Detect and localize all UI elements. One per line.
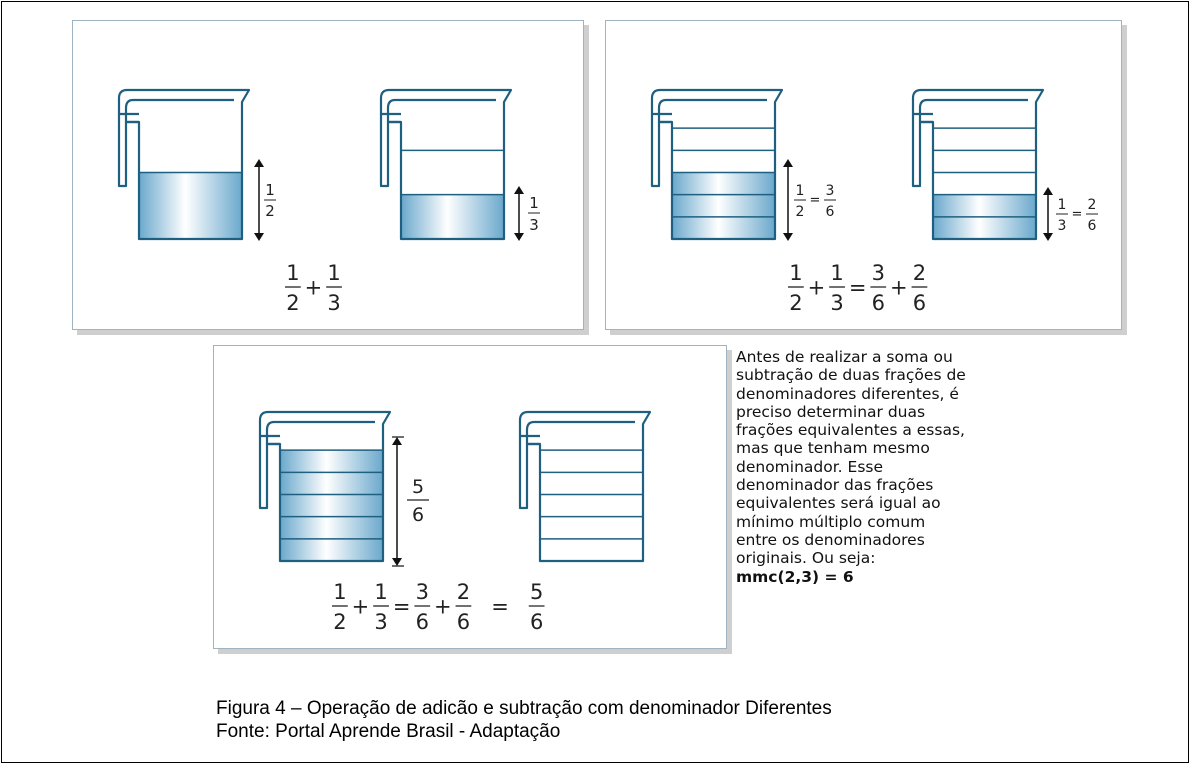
jug-left [258,410,392,563]
caption-title: Figura 4 – Operação de adicão e subtraçã… [216,698,832,719]
fraction-numerator: 1 [374,580,387,604]
jug-body [117,88,251,241]
operator: = [849,275,867,299]
fraction-numerator: 1 [333,580,346,604]
fraction-numerator: 2 [913,261,926,285]
jug-handle [117,112,139,188]
operator: + [890,275,908,299]
fraction-denominator: 3 [830,291,843,315]
fraction-denominator: 2 [789,291,802,315]
note-line: mínimo múltiplo comum [736,512,926,531]
operator: + [808,275,826,299]
operator: + [305,275,323,299]
label-left-sep: = [810,193,821,208]
jug-handle [911,112,933,188]
equation: 12+13=36+26 [788,261,928,315]
label-left-a-num: 1 [796,183,805,199]
label-right-sep: = [1072,207,1083,222]
label-left-b-num: 3 [826,183,835,199]
fraction-denominator: 6 [913,291,926,315]
label-right-a-den: 3 [1058,218,1067,234]
fraction-denominator: 2 [286,291,299,315]
operator: + [352,594,370,618]
jug-handle [379,112,401,188]
jug-right [518,410,652,563]
measure-right: 1 3 [514,186,540,241]
jug-body [518,410,652,563]
liquid-fill [280,450,383,561]
label-left-b-den: 6 [826,204,835,220]
operator: + [434,594,452,618]
label-left-a-den: 2 [796,204,805,220]
fraction-numerator: 5 [530,580,543,604]
caption-source: Fonte: Portal Aprende Brasil - Adaptação [216,721,561,742]
liquid-fill [672,172,775,239]
note-line: denominador. Esse [736,457,884,476]
fraction-numerator: 1 [789,261,802,285]
jug-right [911,88,1045,241]
label-left-den: 2 [265,202,275,220]
fraction-numerator: 1 [327,261,340,285]
equation: 1 2+1 3 [285,261,342,315]
mmc-formula: mmc(2,3) = 6 [736,567,854,586]
operator: = [393,594,411,618]
jug-body [258,410,392,563]
panel-3-diagram: 5 6 12+13=36+26=56 [258,410,652,634]
measure-left: 1 2 = 3 6 [783,159,836,241]
label-left-num: 5 [412,476,424,498]
note-line: equivalentes será igual ao [736,494,941,513]
note-line: subtração de duas frações de [736,366,966,385]
fraction-denominator: 6 [416,610,429,634]
jug-body [911,88,1045,241]
jug-handle [518,434,540,510]
measure-right: 1 3 = 2 6 [1043,187,1098,241]
fraction-numerator: 1 [286,261,299,285]
jug-right [379,88,513,241]
label-right-b-num: 2 [1088,197,1097,213]
note-line: Antes de realizar a soma ou [736,348,953,366]
note-line: entre os denominadores [736,530,925,549]
jug-handle [258,434,280,510]
label-right-b-den: 6 [1088,218,1097,234]
note-line: denominador das frações [736,476,934,495]
label-right-num: 1 [529,194,539,212]
equation: 12+13=36+26=56 [332,580,545,634]
fraction-numerator: 3 [872,261,885,285]
label-right-a-num: 1 [1058,197,1067,213]
operator: = [491,594,509,618]
panel-2-diagram: 1 2 = 3 6 1 3 = 2 6 12+13=36+26 [650,88,1098,315]
figure-caption: Figura 4 – Operação de adicão e subtraçã… [216,697,832,743]
fraction-denominator: 6 [457,610,470,634]
jug-body [379,88,513,241]
note-line: originais. Ou seja: [736,549,876,568]
measure-left: 1 2 [254,159,276,241]
label-left-den: 6 [412,504,424,526]
note-line: preciso determinar duas [736,402,926,421]
note-line: mas que tenham mesmo [736,439,930,458]
jug-body [650,88,784,241]
fraction-numerator: 3 [416,580,429,604]
fraction-denominator: 2 [333,610,346,634]
label-right-den: 3 [529,216,539,234]
liquid-fill [139,172,242,239]
jug-handle [650,112,672,188]
liquid-fill [401,194,504,239]
note-line: denominadores diferentes, é [736,384,959,403]
fraction-numerator: 2 [457,580,470,604]
fraction-numerator: 1 [830,261,843,285]
fraction-denominator: 6 [872,291,885,315]
measure-left: 5 6 [392,436,429,567]
jug-left [650,88,784,241]
label-left-num: 1 [265,181,275,199]
explanation-note: Antes de realizar a soma ou subtração de… [736,348,1036,586]
note-line: frações equivalentes a essas, [736,421,965,440]
panel-1-diagram: 1 2 1 3 12+13 [117,88,540,315]
fraction-denominator: 3 [327,291,340,315]
fraction-denominator: 6 [530,610,543,634]
fraction-denominator: 3 [374,610,387,634]
jug-left [117,88,251,241]
